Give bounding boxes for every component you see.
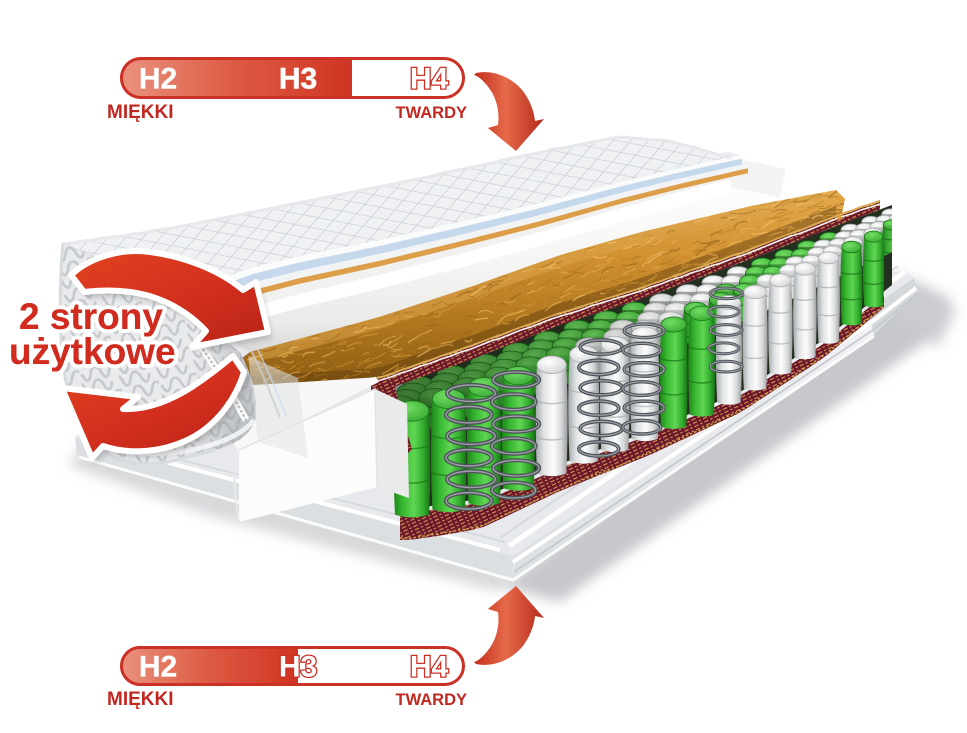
- svg-text:MIĘKKI: MIĘKKI: [107, 689, 174, 710]
- svg-text:MIĘKKI: MIĘKKI: [107, 102, 174, 123]
- svg-text:2 strony: 2 strony: [19, 296, 163, 337]
- svg-text:H2: H2: [139, 651, 177, 684]
- svg-text:H2: H2: [139, 63, 177, 96]
- svg-text:użytkowe: użytkowe: [9, 331, 176, 372]
- svg-text:TWARDY: TWARDY: [396, 104, 468, 122]
- svg-text:H4: H4: [410, 651, 449, 684]
- svg-text:H3: H3: [279, 651, 317, 684]
- svg-text:H3: H3: [279, 63, 317, 96]
- svg-text:H4: H4: [410, 63, 449, 96]
- svg-text:użytkowe: użytkowe: [9, 331, 176, 372]
- svg-text:2 strony: 2 strony: [19, 296, 163, 337]
- svg-text:TWARDY: TWARDY: [396, 691, 468, 709]
